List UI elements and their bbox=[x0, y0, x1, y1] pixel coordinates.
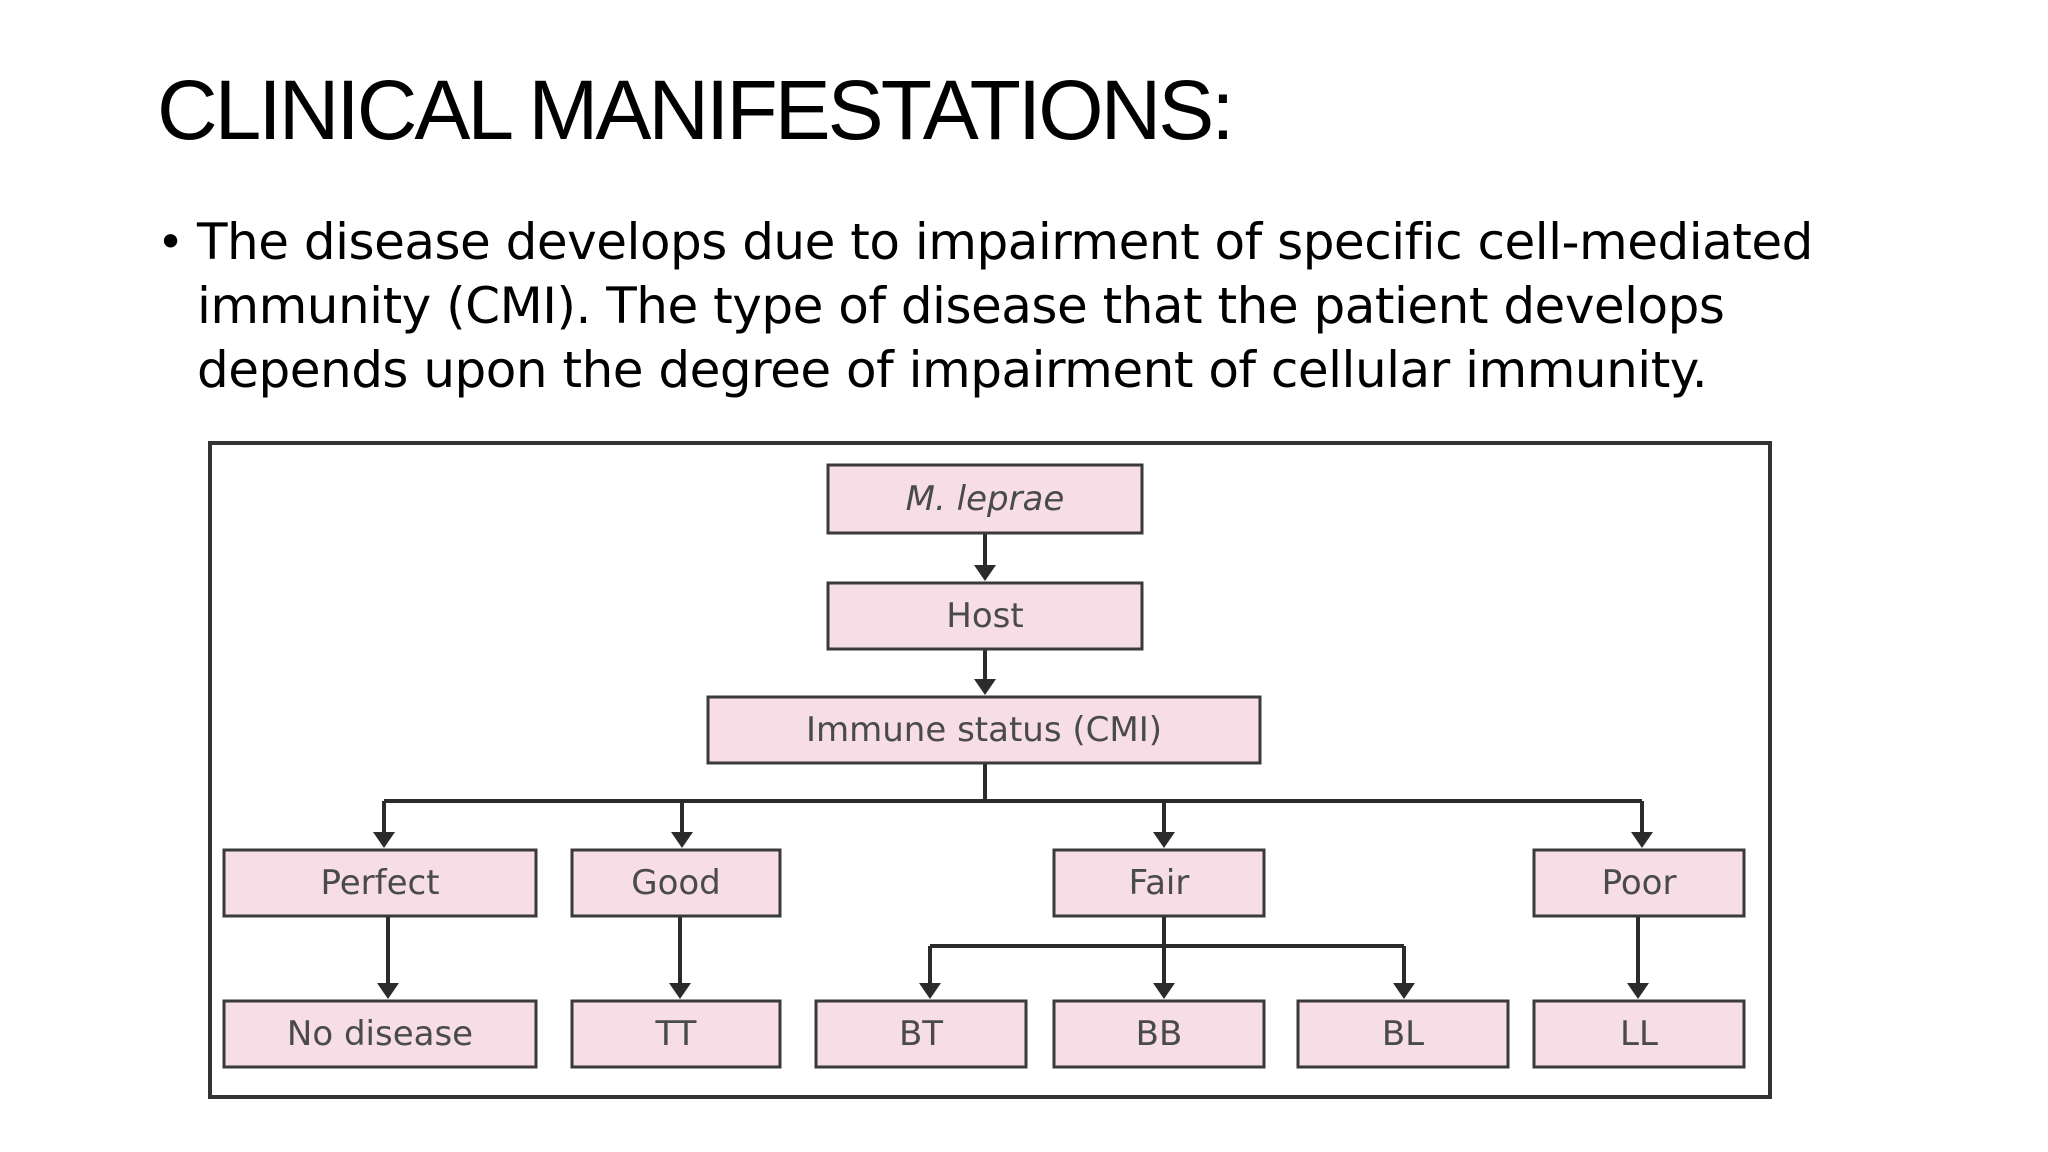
node-bt: BT bbox=[814, 999, 1028, 1069]
node-perfect: Perfect bbox=[222, 848, 538, 918]
node-bl: BL bbox=[1296, 999, 1510, 1069]
node-label: Poor bbox=[1602, 863, 1677, 903]
node-good: Good bbox=[570, 848, 782, 918]
node-label: TT bbox=[655, 1014, 697, 1054]
node-m-leprae: M. leprae bbox=[826, 463, 1144, 535]
node-label: Host bbox=[946, 596, 1023, 636]
edge-host-immune-arrowhead-icon bbox=[974, 679, 996, 695]
bullet-list: • The disease develops due to impairment… bbox=[157, 210, 1857, 402]
edge-immune-poor-arrowhead-icon bbox=[1631, 832, 1653, 848]
edge-fair-bb-arrowhead-icon bbox=[1153, 983, 1175, 999]
node-label: BT bbox=[899, 1014, 943, 1054]
node-tt: TT bbox=[570, 999, 782, 1069]
edge-perfect-nodisease-arrowhead-icon bbox=[377, 983, 399, 999]
node-ll: LL bbox=[1532, 999, 1746, 1069]
node-poor: Poor bbox=[1532, 848, 1746, 918]
edge-immune-good-arrowhead-icon bbox=[671, 832, 693, 848]
bullet-dot-icon: • bbox=[157, 215, 184, 269]
node-label: BB bbox=[1136, 1014, 1183, 1054]
slide-title: CLINICAL MANIFESTATIONS: bbox=[157, 63, 1235, 157]
node-fair: Fair bbox=[1052, 848, 1266, 918]
node-label: Immune status (CMI) bbox=[806, 710, 1162, 750]
node-label: M. leprae bbox=[906, 479, 1065, 519]
node-label: Fair bbox=[1129, 863, 1190, 903]
edge-good-tt-arrowhead-icon bbox=[669, 983, 691, 999]
edge-fair-bl-arrowhead-icon bbox=[1393, 983, 1415, 999]
node-label: LL bbox=[1620, 1014, 1658, 1054]
bullet-text: The disease develops due to impairment o… bbox=[197, 213, 1813, 399]
diagram-frame bbox=[208, 441, 1772, 1099]
node-label: Perfect bbox=[320, 863, 439, 903]
node-no-disease: No disease bbox=[222, 999, 538, 1069]
edge-fair-bt-arrowhead-icon bbox=[919, 983, 941, 999]
node-label: Good bbox=[631, 863, 721, 903]
edge-m-leprae-host-arrowhead-icon bbox=[974, 565, 996, 581]
node-label: No disease bbox=[287, 1014, 473, 1054]
node-host: Host bbox=[826, 581, 1144, 651]
edge-poor-ll-arrowhead-icon bbox=[1627, 983, 1649, 999]
node-bb: BB bbox=[1052, 999, 1266, 1069]
node-immune-status: Immune status (CMI) bbox=[706, 695, 1262, 765]
bullet-item: • The disease develops due to impairment… bbox=[157, 210, 1857, 402]
node-label: BL bbox=[1382, 1014, 1424, 1054]
edge-immune-perfect-arrowhead-icon bbox=[373, 832, 395, 848]
edge-immune-fair-arrowhead-icon bbox=[1153, 832, 1175, 848]
connectors bbox=[373, 533, 1653, 999]
